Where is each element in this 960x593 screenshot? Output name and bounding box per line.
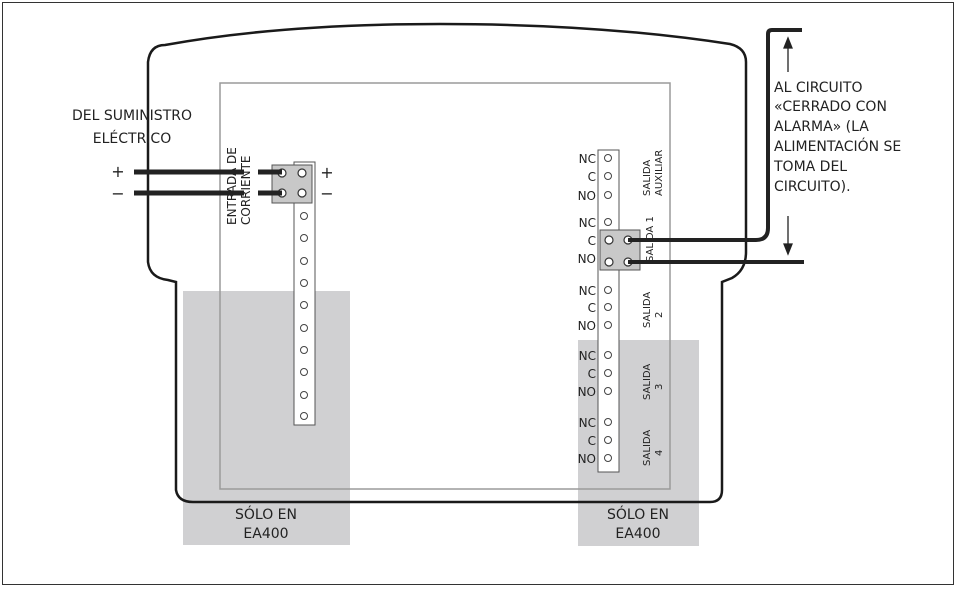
output-3-label-line1: SALIDA (642, 364, 653, 400)
svg-text:AL CIRCUITO: AL CIRCUITO (774, 80, 862, 96)
svg-text:NO: NO (578, 385, 596, 399)
figure-frame (2, 2, 954, 585)
svg-text:ALARMA» (LA: ALARMA» (LA (774, 119, 869, 135)
svg-text:C: C (588, 234, 596, 248)
output-1-label: SALIDA 1 (645, 216, 656, 262)
terminal-labels: NC C NO NC C NO NC C NO NC C NO NC C NO (578, 152, 596, 466)
right-terminal-holes (604, 154, 612, 462)
supply-label-line1: DEL SUMINISTRO (72, 108, 192, 124)
terminal-plus-sign: + (320, 163, 333, 182)
terminal-minus-sign: − (320, 184, 333, 203)
power-input-label-line1: ENTRADA DE (225, 147, 239, 225)
ea400-left-line1: SÓLO EN (235, 505, 297, 523)
svg-text:NO: NO (578, 189, 596, 203)
output-4-label-line2: 4 (654, 450, 665, 456)
output-aux-label-line1: SALIDA (642, 160, 653, 196)
output-wire-c (628, 28, 802, 242)
svg-text:NC: NC (579, 416, 596, 430)
down-arrow-icon (783, 216, 793, 256)
output-aux-label-line2: AUXILIAR (654, 150, 665, 196)
left-terminal-holes (300, 212, 308, 420)
svg-text:«CERRADO CON: «CERRADO CON (774, 99, 887, 115)
supply-minus-sign: − (111, 184, 124, 203)
svg-text:TOMA DEL: TOMA DEL (773, 159, 847, 175)
ea400-right-line2: EA400 (615, 526, 660, 542)
output-2-label-line1: SALIDA (642, 292, 653, 328)
svg-text:NO: NO (578, 452, 596, 466)
svg-text:C: C (588, 170, 596, 184)
svg-text:C: C (588, 434, 596, 448)
inner-board (219, 82, 671, 490)
svg-text:NC: NC (579, 152, 596, 166)
supply-plus-sign: + (111, 162, 124, 181)
up-arrow-icon (783, 36, 793, 72)
svg-text:C: C (588, 301, 596, 315)
ea400-right-line1: SÓLO EN (607, 505, 669, 523)
svg-text:CIRCUITO).: CIRCUITO). (774, 179, 851, 195)
svg-text:NC: NC (579, 216, 596, 230)
svg-text:NO: NO (578, 252, 596, 266)
left-terminal-strip (293, 161, 316, 426)
svg-text:ALIMENTACIÓN SE: ALIMENTACIÓN SE (774, 137, 901, 155)
circuit-note: AL CIRCUITO «CERRADO CON ALARMA» (LA ALI… (773, 80, 901, 195)
svg-text:C: C (588, 367, 596, 381)
svg-text:NC: NC (579, 284, 596, 298)
svg-text:NO: NO (578, 319, 596, 333)
output-4-label-line1: SALIDA (642, 430, 653, 466)
ea400-left-line2: EA400 (243, 526, 288, 542)
output-3-label-line2: 3 (654, 384, 665, 390)
svg-text:NC: NC (579, 349, 596, 363)
output-2-label-line2: 2 (654, 312, 665, 318)
power-input-label-line2: CORRIENTE (239, 155, 253, 225)
supply-label-line2: ELÉCTRICO (93, 130, 171, 147)
output1-screws (604, 235, 633, 267)
